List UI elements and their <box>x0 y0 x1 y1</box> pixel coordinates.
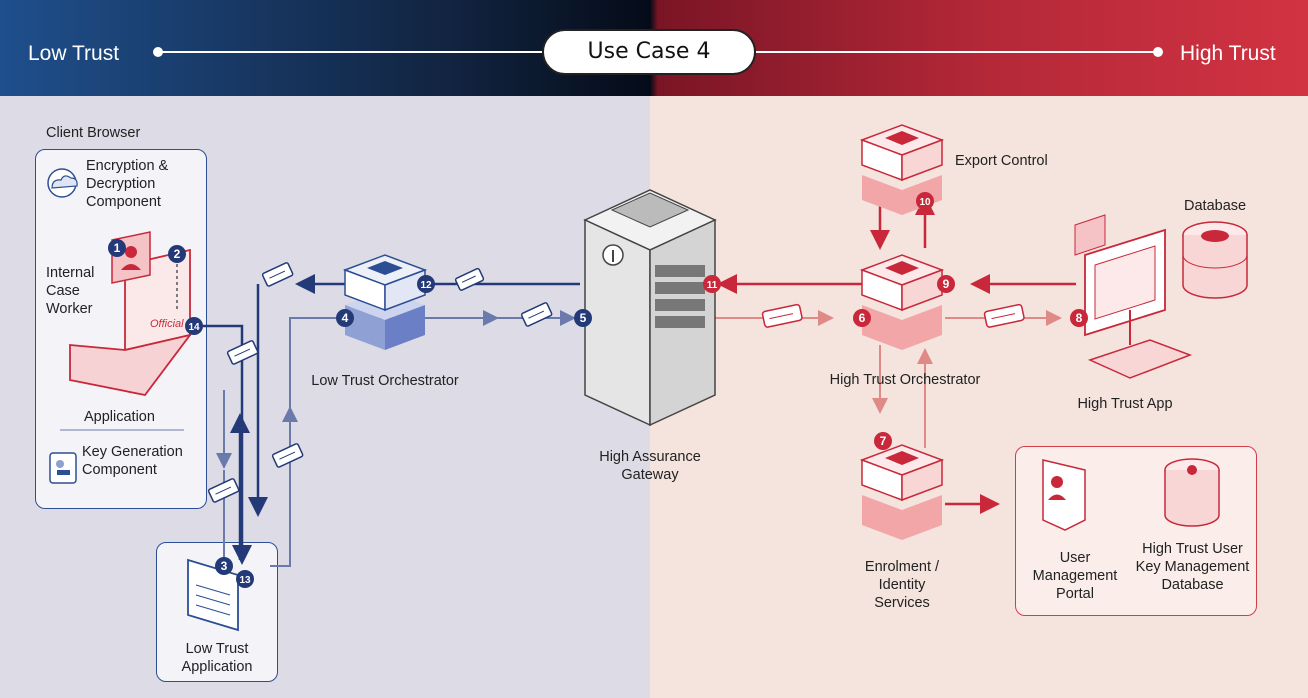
header-lines <box>153 47 1163 57</box>
svg-text:6: 6 <box>859 311 866 325</box>
svg-text:3: 3 <box>221 559 228 573</box>
step-3-badge: 3 <box>215 557 233 575</box>
user-management-portal-label: User Management Portal <box>1032 550 1118 602</box>
svg-text:10: 10 <box>919 197 931 208</box>
database-icon <box>1182 221 1248 299</box>
key-database-icon <box>1164 458 1220 527</box>
cloud-icon <box>47 168 78 198</box>
svg-text:12: 12 <box>420 280 432 291</box>
laptop-icon <box>69 231 193 396</box>
svg-text:8: 8 <box>1076 311 1083 325</box>
key-management-db-label: High Trust User Key Management Database <box>1135 541 1250 593</box>
step-1-badge: 1 <box>108 239 126 257</box>
desktop-computer-icon <box>1074 214 1193 379</box>
page-title: Use Case 4 <box>542 29 756 75</box>
high-trust-app-label: High Trust App <box>1077 396 1173 412</box>
step-12-badge: 12 <box>417 275 435 293</box>
step-6-badge: 6 <box>853 309 871 327</box>
high-trust-orchestrator-label: High Trust Orchestrator <box>829 372 981 388</box>
key-generation-label: Key Generation Component <box>82 444 183 478</box>
low-trust-label: Low Trust <box>28 42 120 65</box>
step-badges: 1 2 3 4 5 6 7 8 9 10 11 12 13 14 <box>108 192 1088 588</box>
encryption-component-label: Encryption & Decryption Component <box>86 158 169 210</box>
step-5-badge: 5 <box>574 309 592 327</box>
svg-text:5: 5 <box>580 311 587 325</box>
low-trust-application-label: Low Trust Application <box>181 641 253 675</box>
svg-text:7: 7 <box>880 434 887 448</box>
high-trust-orchestrator-icon <box>859 254 945 350</box>
client-browser-label: Client Browser <box>46 125 141 141</box>
svg-text:14: 14 <box>188 322 200 333</box>
low-trust-orchestrator-icon <box>342 254 428 350</box>
enrolment-label: Enrolment / Identity Services <box>864 559 940 611</box>
message-envelopes <box>207 262 1025 503</box>
step-4-badge: 4 <box>336 309 354 327</box>
svg-text:13: 13 <box>239 575 251 586</box>
key-icon <box>49 452 77 484</box>
step-8-badge: 8 <box>1070 309 1088 327</box>
low-trust-orchestrator-label: Low Trust Orchestrator <box>311 373 459 389</box>
step-13-badge: 13 <box>236 570 254 588</box>
export-control-label: Export Control <box>955 153 1048 169</box>
high-trust-label: High Trust <box>1180 42 1276 65</box>
enrolment-server-icon <box>859 444 945 540</box>
high-assurance-gateway-label: High Assurance Gateway <box>599 449 701 483</box>
internal-case-worker-label: Internal Case Worker <box>46 265 95 317</box>
application-label: Application <box>84 409 155 425</box>
user-portal-icon <box>1042 459 1086 531</box>
svg-text:11: 11 <box>707 280 718 291</box>
step-11-badge: 11 <box>703 275 721 293</box>
step-14-badge: 14 <box>185 317 203 335</box>
svg-text:9: 9 <box>943 277 950 291</box>
svg-text:1: 1 <box>114 241 121 255</box>
svg-text:2: 2 <box>174 247 181 261</box>
step-9-badge: 9 <box>937 275 955 293</box>
database-label: Database <box>1184 198 1247 214</box>
official-label: Official <box>150 318 184 330</box>
svg-text:4: 4 <box>342 311 349 325</box>
step-2-badge: 2 <box>168 245 186 263</box>
step-7-badge: 7 <box>874 432 892 450</box>
step-10-badge: 10 <box>916 192 934 210</box>
gateway-server-icon <box>583 189 717 427</box>
